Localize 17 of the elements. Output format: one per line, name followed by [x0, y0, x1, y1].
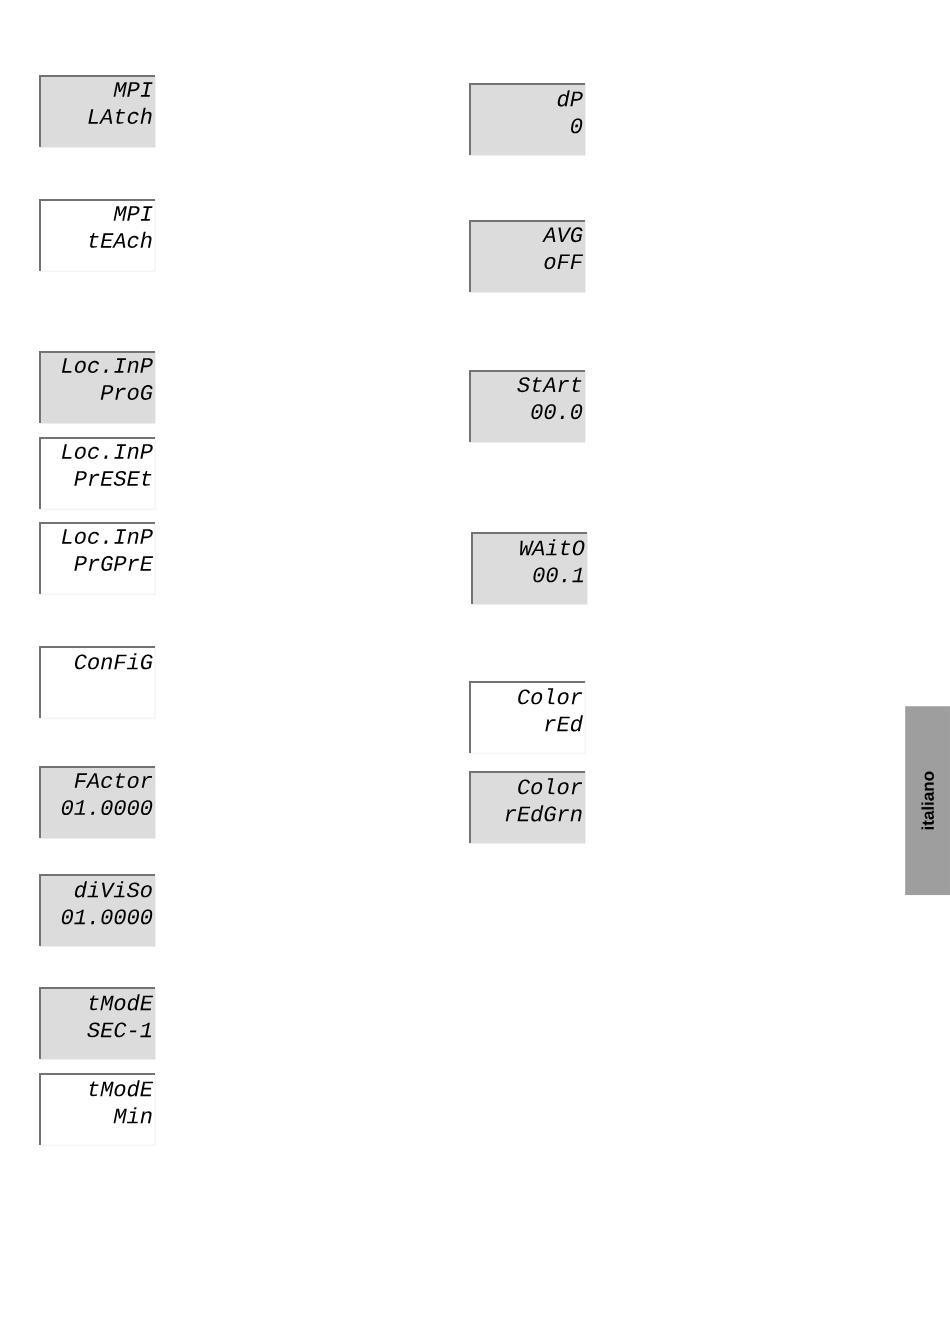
lcd-display: MPI LAtch: [39, 75, 156, 148]
lcd-display: tModE Min: [39, 1073, 156, 1146]
lcd-display: Loc.InP ProG: [39, 351, 156, 424]
lcd-display: FActor 01.0000: [39, 766, 156, 839]
lcd-display: Loc.InP PrGPrE: [39, 522, 156, 595]
language-tab: italiano: [905, 706, 950, 896]
lcd-display: ConFiG: [39, 646, 156, 719]
lcd-display: WAitO 00.1: [471, 532, 588, 605]
lcd-display: dP 0: [469, 83, 586, 156]
lcd-display: Color rEdGrn: [469, 771, 586, 844]
lcd-display: Color rEd: [469, 681, 586, 754]
lcd-display: StArt 00.0: [469, 370, 586, 443]
lcd-display: diViSo 01.0000: [39, 874, 156, 947]
lcd-display: tModE SEC-1: [39, 987, 156, 1060]
lcd-display: MPI tEAch: [39, 199, 156, 272]
lcd-display: Loc.InP PrESEt: [39, 437, 156, 510]
lcd-display: AVG oFF: [469, 220, 586, 293]
